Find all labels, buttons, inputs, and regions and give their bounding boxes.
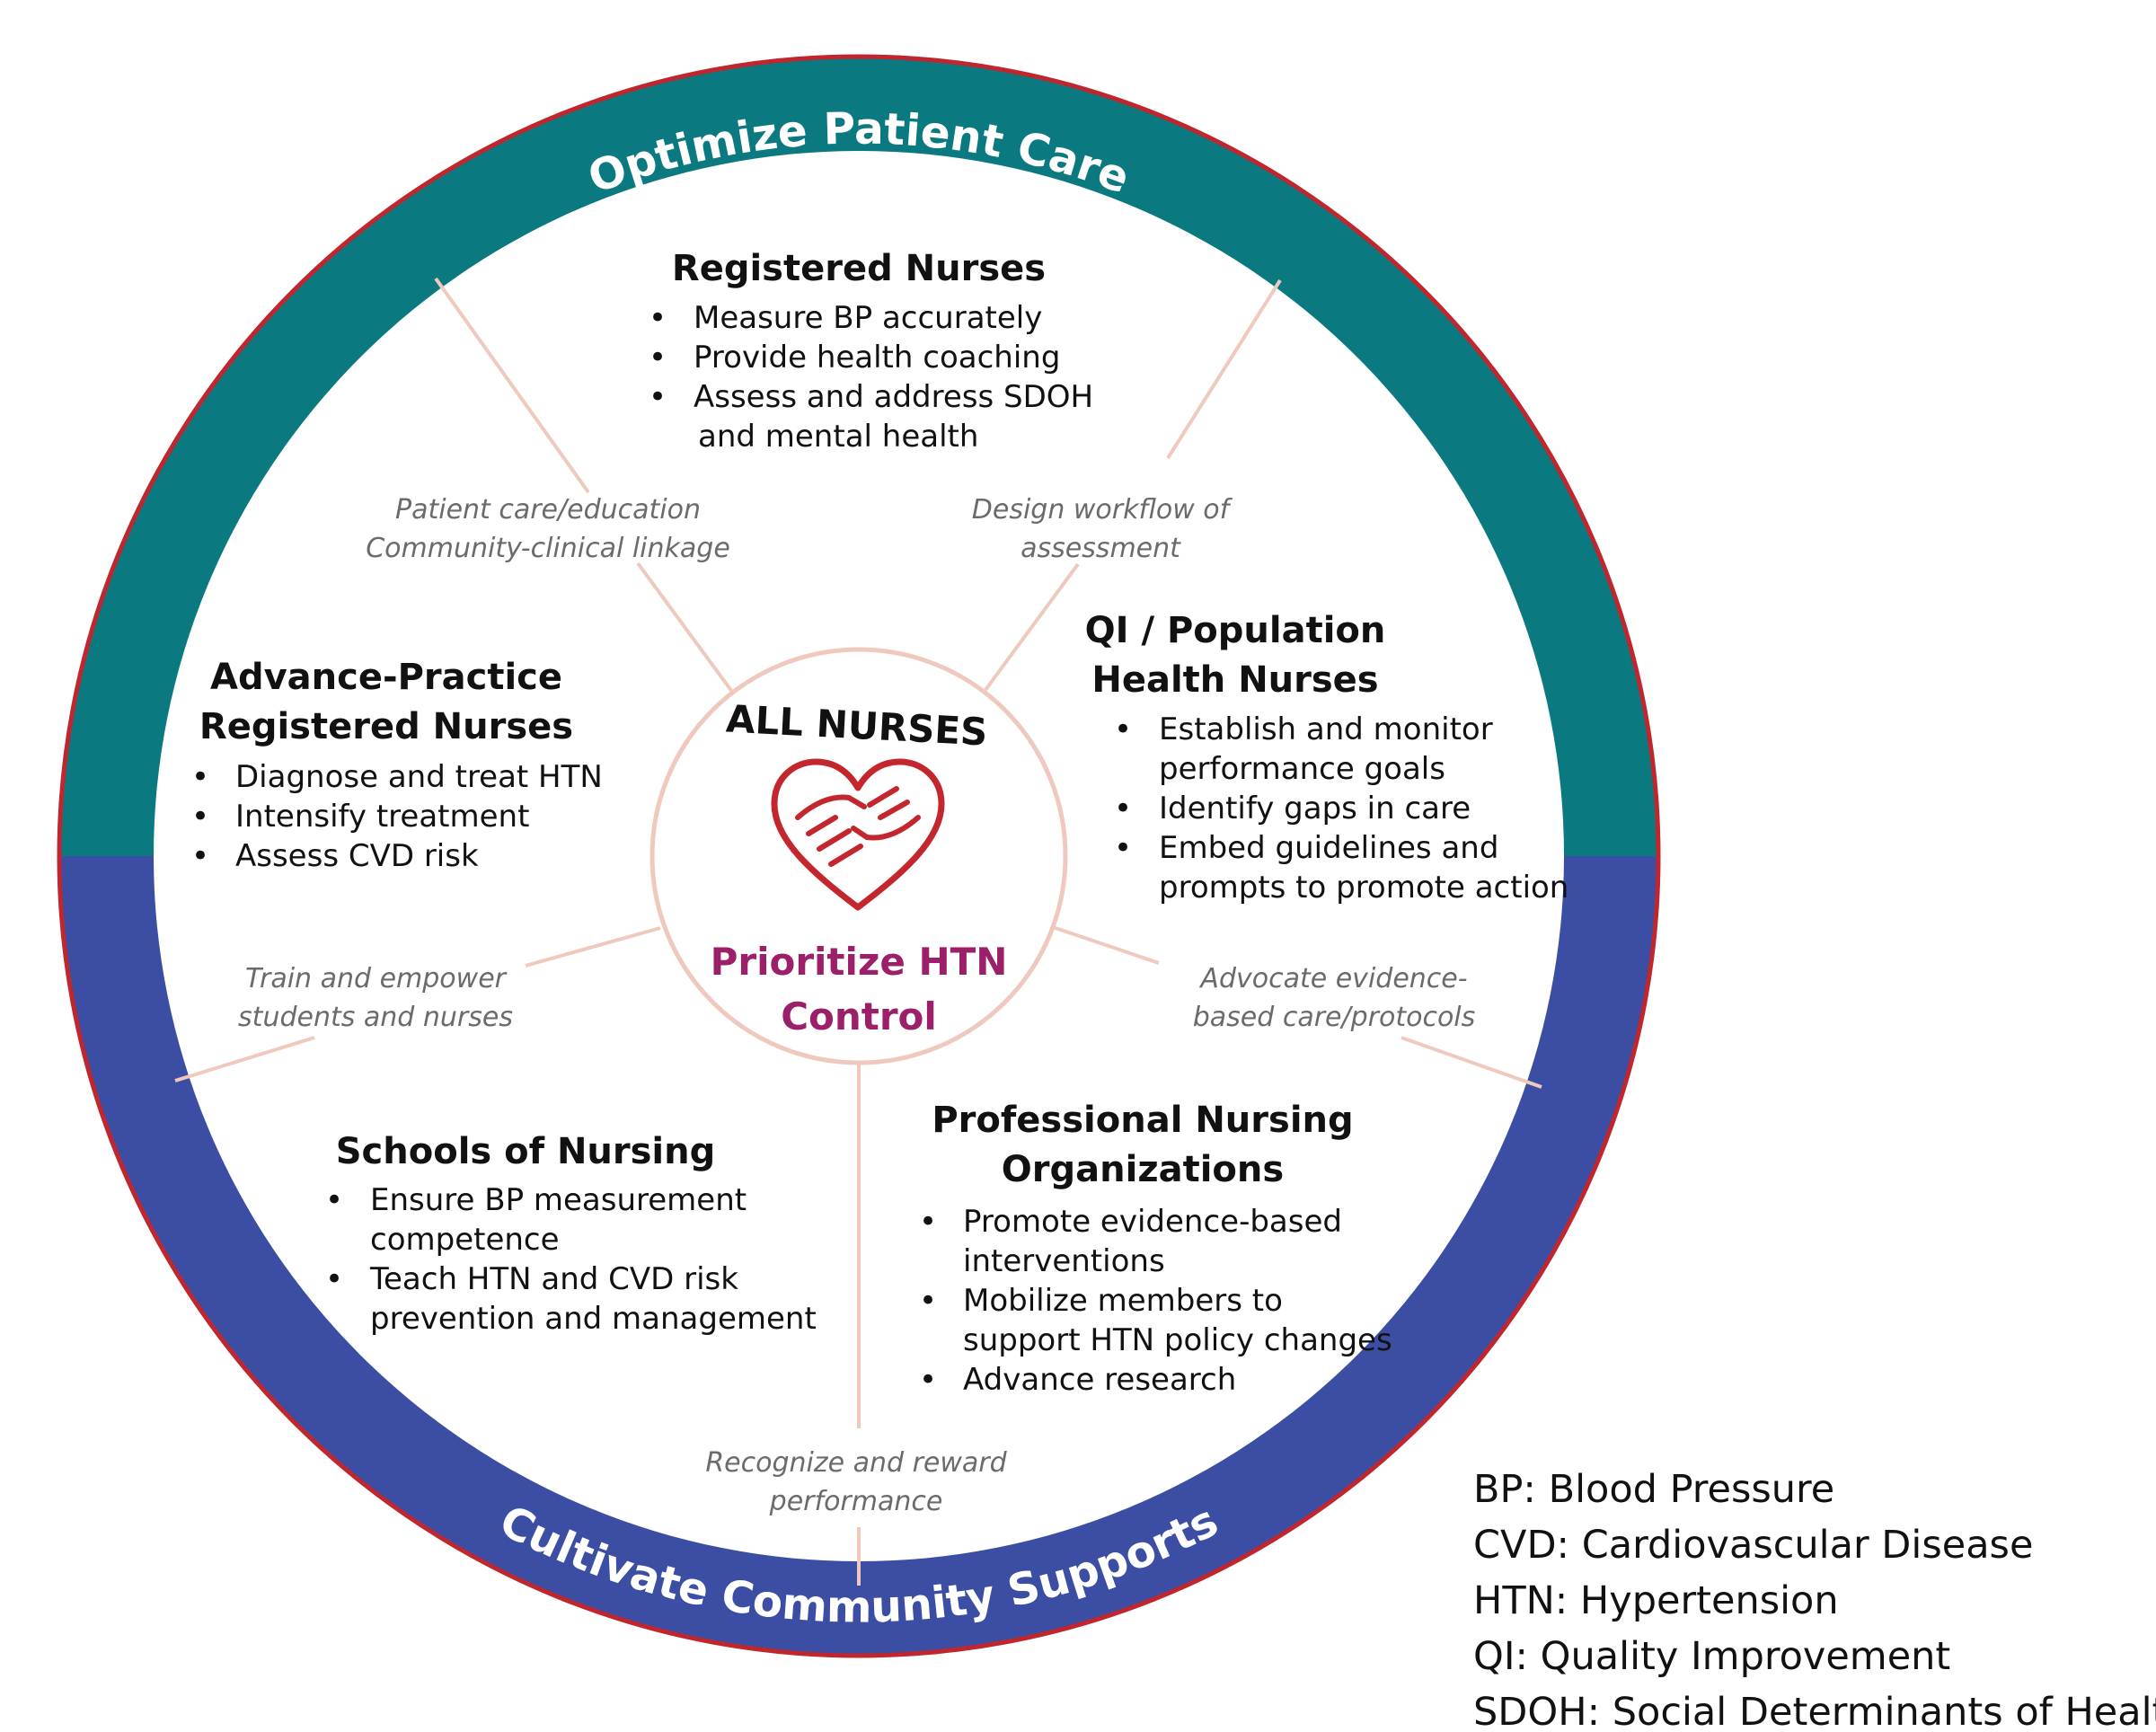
bullet-text: Promote evidence-based: [963, 1204, 1342, 1240]
bullet-text: performance goals: [1159, 751, 1445, 787]
connector-line: assessment: [1021, 533, 1181, 564]
connector-line: Advocate evidence-: [1198, 963, 1467, 994]
legend-item: SDOH: Social Determinants of Health: [1473, 1690, 2156, 1732]
bullet-text: Provide health coaching: [694, 340, 1060, 376]
connector-line: Design workflow of: [972, 494, 1233, 526]
bullet-dot: •: [919, 1204, 937, 1240]
bullet-text: Ensure BP measurement: [370, 1182, 747, 1218]
outer-ring: [57, 54, 1661, 1658]
spoke-upper-right: [1166, 278, 1282, 460]
bullet-dot: •: [1114, 711, 1132, 747]
legend-item: QI: Quality Improvement: [1473, 1634, 1950, 1679]
segment-heading-line1: QI / Population: [1085, 610, 1386, 651]
bullet-text: competence: [370, 1222, 560, 1258]
segment-heading-line1: Advance-Practice: [210, 657, 562, 698]
bullet-text: Assess and address SDOH: [694, 379, 1093, 415]
connector-line: students and nurses: [238, 1002, 513, 1033]
bullet-text: Diagnose and treat HTN: [235, 759, 603, 795]
abbreviation-legend: BP: Blood Pressure CVD: Cardiovascular D…: [1473, 1467, 2156, 1732]
connector-line: Recognize and reward: [705, 1447, 1007, 1479]
bullet-text: prompts to promote action: [1159, 870, 1568, 906]
segment-heading-line2: Health Nurses: [1091, 659, 1378, 701]
spoke-left-outer: [174, 1036, 315, 1082]
bullet-text: prevention and management: [370, 1301, 817, 1337]
spoke-upper-left-inner: [636, 561, 734, 694]
bullet-text: Advance research: [963, 1362, 1236, 1398]
spoke-right-outer: [1401, 1036, 1542, 1089]
connector-patient-care: Patient care/education Community-clinica…: [366, 494, 730, 564]
connector-train: Train and empower students and nurses: [238, 963, 513, 1033]
center-circle: [649, 647, 1068, 1065]
bullet-dot: •: [325, 1261, 343, 1297]
legend-item: HTN: Hypertension: [1473, 1578, 1839, 1623]
bullet-dot: •: [325, 1182, 343, 1218]
connector-line: Community-clinical linkage: [366, 533, 730, 564]
heart-hands-icon: [771, 758, 945, 911]
segment-aprn: Advance-Practice Registered Nurses • Dia…: [191, 657, 603, 874]
segment-heading: Registered Nurses: [672, 248, 1046, 289]
segment-qi-population: QI / Population Health Nurses • Establis…: [1085, 610, 1569, 906]
center-subtitle-line1: Prioritize HTN: [711, 940, 1008, 984]
segment-heading-line2: Registered Nurses: [199, 706, 573, 747]
bullet-text: Identify gaps in care: [1159, 791, 1471, 826]
connector-recognize: Recognize and reward performance: [705, 1447, 1007, 1517]
bullet-dot: •: [191, 838, 209, 874]
center-hub: ALL NURSES Prioritize HTN Control: [649, 647, 1068, 1065]
bullet-dot: •: [919, 1283, 937, 1319]
bullet-dot: •: [649, 340, 667, 376]
connector-line: based care/protocols: [1193, 1002, 1476, 1033]
segment-heading-line2: Organizations: [1002, 1149, 1284, 1190]
ring-outline: [57, 54, 1661, 1658]
bullet-text: Establish and monitor: [1159, 711, 1493, 747]
spoke-right: [1052, 925, 1160, 965]
connector-line: performance: [769, 1486, 943, 1517]
bullet-dot: •: [191, 759, 209, 795]
bullet-text: Embed guidelines and: [1159, 830, 1498, 866]
segment-registered-nurses: Registered Nurses • Measure BP accuratel…: [649, 248, 1093, 455]
bullet-text: interventions: [963, 1243, 1165, 1279]
bullet-text: Mobilize members to: [963, 1283, 1283, 1319]
segment-heading-line1: Professional Nursing: [932, 1100, 1353, 1141]
connector-design-workflow: Design workflow of assessment: [972, 494, 1233, 564]
bullet-dot: •: [1114, 791, 1132, 826]
bullet-dot: •: [1114, 830, 1132, 866]
segment-professional-orgs: Professional Nursing Organizations • Pro…: [919, 1100, 1392, 1398]
spoke-left: [525, 926, 661, 968]
bullet-dot: •: [649, 300, 667, 336]
spoke-upper-right-inner: [984, 562, 1080, 692]
bullet-text: Intensify treatment: [235, 799, 529, 835]
bullet-text: and mental health: [698, 419, 978, 455]
segment-heading: Schools of Nursing: [336, 1131, 716, 1172]
spoke-upper-left: [434, 277, 590, 494]
connector-line: Patient care/education: [395, 494, 701, 526]
connector-advocate: Advocate evidence- based care/protocols: [1193, 963, 1476, 1033]
bullet-dot: •: [191, 799, 209, 835]
spokes: [174, 277, 1542, 1586]
bullet-dot: •: [649, 379, 667, 415]
legend-item: CVD: Cardiovascular Disease: [1473, 1523, 2033, 1568]
segment-schools: Schools of Nursing • Ensure BP measureme…: [325, 1131, 817, 1337]
bullet-text: support HTN policy changes: [963, 1322, 1392, 1358]
bullet-text: Assess CVD risk: [235, 838, 479, 874]
connector-line: Train and empower: [245, 963, 508, 994]
bullet-text: Measure BP accurately: [694, 300, 1042, 336]
center-subtitle-line2: Control: [781, 994, 937, 1038]
legend-item: BP: Blood Pressure: [1473, 1467, 1834, 1512]
bullet-text: Teach HTN and CVD risk: [369, 1261, 738, 1297]
bullet-dot: •: [919, 1362, 937, 1398]
